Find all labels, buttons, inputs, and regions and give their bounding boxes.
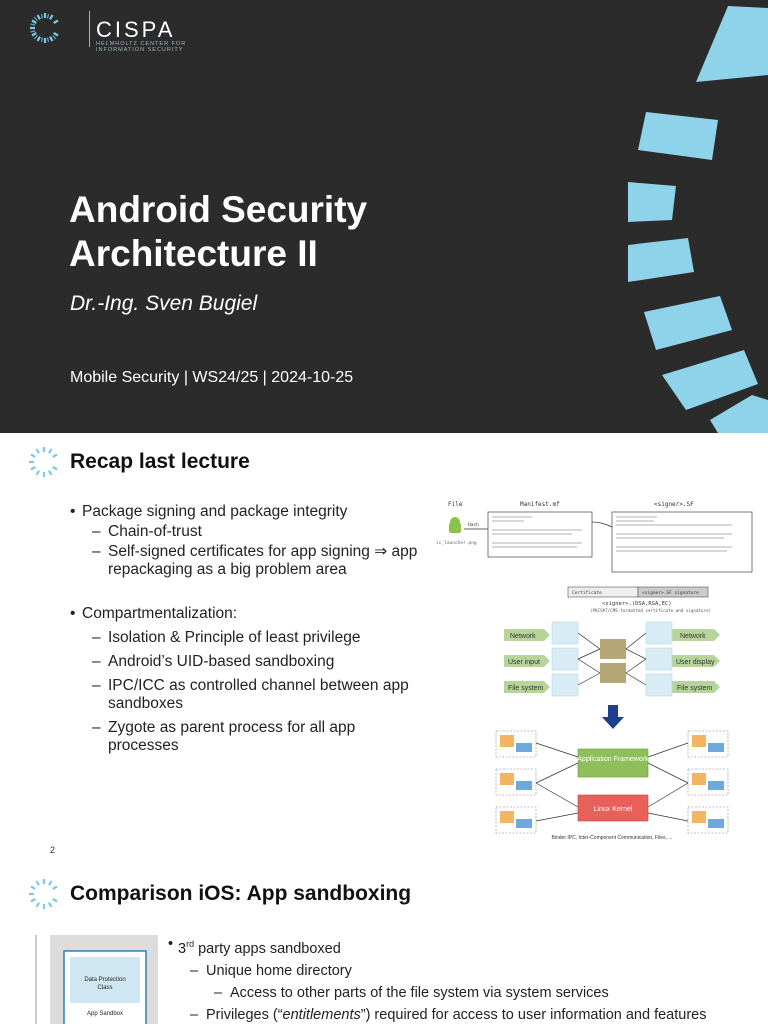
- slide-title: Comparison iOS: App sandboxing: [70, 882, 412, 905]
- logo-subtitle: HELMHOLTZ CENTER FOR INFORMATION SECURIT…: [96, 41, 187, 53]
- entitlements-term: entitlements: [282, 1006, 361, 1023]
- cispa-ring-icon: [30, 13, 59, 43]
- manifest-text-lines: [492, 516, 582, 548]
- sub-sub-bullet-item: Access to other parts of the file system…: [168, 984, 728, 1002]
- slide-title: Android Security Architecture II: [69, 188, 489, 276]
- privileges-suffix: ”) required for access to user informati…: [360, 1006, 707, 1023]
- right-label-user-display: User display: [676, 659, 715, 666]
- sub-bullet-item: Chain-of-trust: [70, 523, 430, 541]
- sub-bullet-item: Zygote as parent process for all app pro…: [70, 719, 430, 755]
- stack-connectors: [535, 742, 689, 822]
- right-label-file-system: File system: [677, 685, 713, 692]
- io-connectors: [577, 632, 647, 686]
- sub-bullet-item: Isolation & Principle of least privilege: [70, 629, 430, 647]
- bullet-suffix: party apps sandboxed: [194, 940, 341, 957]
- col-sf-label: <signer>.SF: [654, 501, 694, 508]
- slide-title: Recap last lecture: [70, 450, 250, 473]
- right-io-arrows: [672, 629, 720, 693]
- title-slide: CISPA HELMHOLTZ CENTER FOR INFORMATION S…: [0, 0, 768, 433]
- recap-bullets: Package signing and package integrity Ch…: [70, 503, 430, 755]
- app-sandbox-label: App Sandbox: [86, 1011, 124, 1017]
- sub-bullet-item: Self-signed certificates for app signing…: [70, 543, 430, 579]
- bullet-item: 3rd party apps sandboxed: [168, 935, 728, 958]
- manifest-box: [487, 511, 593, 558]
- right-label-network: Network: [680, 633, 706, 640]
- android-file-icon: [449, 517, 461, 533]
- recap-slide: Recap last lecture Package signing and p…: [0, 433, 768, 865]
- process-blocks: [600, 639, 626, 683]
- framework-label: Application Framework: [577, 756, 649, 763]
- course-meta: Mobile Security | WS24/25 | 2024-10-25: [70, 369, 354, 386]
- decorative-ring-segments: [628, 6, 768, 433]
- logo-wordmark: CISPA: [96, 17, 176, 42]
- application-framework-box: [577, 748, 649, 778]
- manifest-to-sf-arrow: [591, 521, 613, 528]
- hash-label: Hash: [468, 522, 479, 528]
- sf-box: [611, 511, 753, 573]
- sub-bullet-item: Unique home directory: [168, 962, 728, 980]
- kernel-label: Linux Kernel: [594, 806, 633, 813]
- sub-bullet-item: IPC/ICC as controlled channel between ap…: [70, 677, 430, 713]
- app-component-orange: [500, 735, 706, 823]
- ipc-caption: Binder IPC, Inter-Component Communicatio…: [552, 835, 673, 841]
- rsa-caption: <signer>.(DSA,RSA,EC): [602, 601, 672, 607]
- cispa-ring-icon: [29, 879, 58, 909]
- ios-sandbox-figure: [35, 935, 158, 1024]
- left-label-user-input: User input: [508, 659, 540, 666]
- linux-kernel-box: [577, 794, 649, 822]
- left-io-arrows: [504, 629, 550, 693]
- bullet-prefix: 3: [178, 940, 187, 957]
- left-label-file-system: File system: [508, 685, 544, 692]
- logo-divider: [89, 11, 90, 47]
- ios-bullets: 3rd party apps sandboxed Unique home dir…: [168, 935, 728, 1024]
- ios-sandboxing-slide: Comparison iOS: App sandboxing Data Prot…: [0, 865, 768, 1024]
- col-file-label: File: [448, 501, 463, 508]
- data-protection-label: Data Protection Class: [84, 977, 126, 991]
- data-protection-box: [70, 957, 140, 1003]
- file-name-label: ic_launcher.png: [436, 540, 477, 546]
- sandbox-io-figure: Network User input File system Network U…: [504, 621, 720, 697]
- framework-kernel-figure: Application Framework Linux Kernel Binde…: [495, 730, 729, 841]
- bullet-item: Compartmentalization:: [70, 605, 430, 623]
- privileges-prefix: Privileges (“: [206, 1006, 283, 1023]
- spacer: [70, 579, 430, 605]
- title-line-1: Android Security: [69, 189, 368, 230]
- package-signing-figure: File Manifest.mf <signer>.SF ic_launcher…: [436, 501, 753, 613]
- cispa-ring-icon: [29, 447, 58, 477]
- certificate-label: Certificate: [572, 590, 602, 596]
- bullet-item: Package signing and package integrity: [70, 503, 430, 521]
- signature-label: <signer>.SF signature: [642, 590, 699, 596]
- sandbox-cells: [551, 621, 673, 697]
- author-name: Dr.-Ing. Sven Bugiel: [70, 292, 258, 315]
- col-manifest-label: Manifest.mf: [520, 501, 560, 508]
- app-component-blue: [516, 743, 724, 828]
- cispa-logo: CISPA HELMHOLTZ CENTER FOR INFORMATION S…: [28, 11, 185, 53]
- sub-bullet-item: Privileges (“entitlements”) required for…: [168, 1006, 728, 1024]
- left-label-network: Network: [510, 633, 536, 640]
- signature-box: [637, 586, 709, 598]
- pkcs-caption: (PKCS#7/CMS formatted certificate and si…: [590, 608, 711, 613]
- framework-label-line: Application Framework: [577, 756, 649, 763]
- bullet-superscript: rd: [186, 939, 195, 949]
- sub-bullet-item: Android’s UID-based sandboxing: [70, 653, 430, 671]
- down-arrow-icon: [602, 705, 624, 729]
- title-line-2: Architecture II: [69, 233, 318, 274]
- page-number: 2: [50, 845, 56, 855]
- sf-text-lines: [616, 516, 732, 552]
